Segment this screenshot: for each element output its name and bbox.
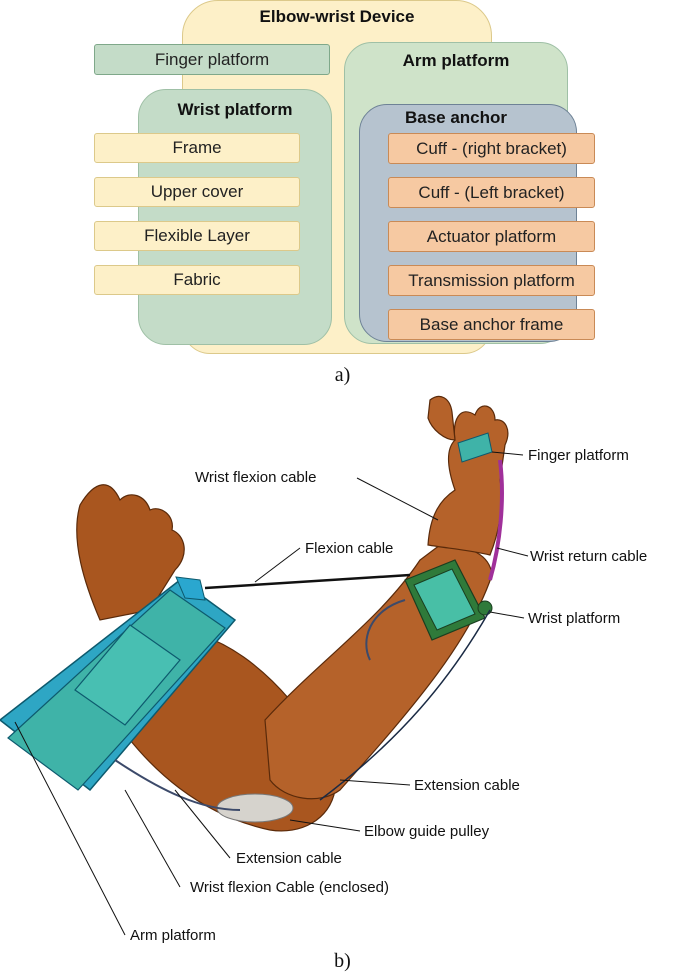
cuff-left-bracket-box: Cuff - (Left bracket) (388, 177, 595, 208)
wrist-platform-group: Wrist platform (138, 89, 332, 345)
upper-cover-box: Upper cover (94, 177, 300, 207)
label-wrist-return-cable: Wrist return cable (530, 548, 647, 565)
shoulder-shape (76, 484, 185, 621)
component-hierarchy-diagram: Elbow-wrist Device Finger platform Wrist… (0, 0, 685, 360)
label-elbow-guide-pulley: Elbow guide pulley (364, 823, 490, 840)
transmission-platform-box: Transmission platform (388, 265, 595, 296)
base-anchor-title: Base anchor (404, 108, 508, 127)
label-wrist-flexion-cable-enclosed: Wrist flexion Cable (enclosed) (190, 879, 389, 896)
label-wrist-flexion-cable: Wrist flexion cable (195, 469, 316, 486)
elbow-wrist-device-title: Elbow-wrist Device (259, 7, 415, 26)
side-cable-line (365, 599, 406, 661)
base-anchor-frame-box: Base anchor frame (388, 309, 595, 340)
label-flexion-cable: Flexion cable (305, 540, 393, 557)
extension-cable-line (319, 609, 491, 801)
arm-platform-title: Arm platform (402, 51, 510, 70)
flexible-layer-box: Flexible Layer (94, 221, 300, 251)
caption-b: b) (334, 950, 351, 972)
arm-device-illustration: Finger platform Wrist flexion cable Flex… (0, 395, 647, 944)
flexion-cable-line (204, 573, 411, 590)
label-finger-platform: Finger platform (528, 447, 629, 464)
cuff-right-bracket-box: Cuff - (right bracket) (388, 133, 595, 164)
label-arm-platform: Arm platform (130, 927, 216, 944)
elbow-guide-pulley-shape (216, 793, 294, 823)
label-wrist-platform: Wrist platform (528, 610, 620, 627)
fabric-box: Fabric (94, 265, 300, 295)
label-extension-cable-left: Extension cable (236, 850, 342, 867)
label-extension-cable-right: Extension cable (414, 777, 520, 794)
wrist-return-cable-line (488, 459, 504, 581)
wrist-platform-title: Wrist platform (177, 100, 293, 119)
actuator-platform-box: Actuator platform (388, 221, 595, 252)
wrist-flexion-enclosed-line (114, 759, 241, 811)
frame-box: Frame (94, 133, 300, 163)
arm-platform-shape (0, 576, 237, 792)
wrist-platform-shape (404, 559, 493, 641)
caption-a: a) (334, 364, 351, 386)
leader-lines (14, 451, 529, 936)
thumb-shape (427, 395, 456, 441)
finger-platform-box: Finger platform (94, 44, 330, 75)
